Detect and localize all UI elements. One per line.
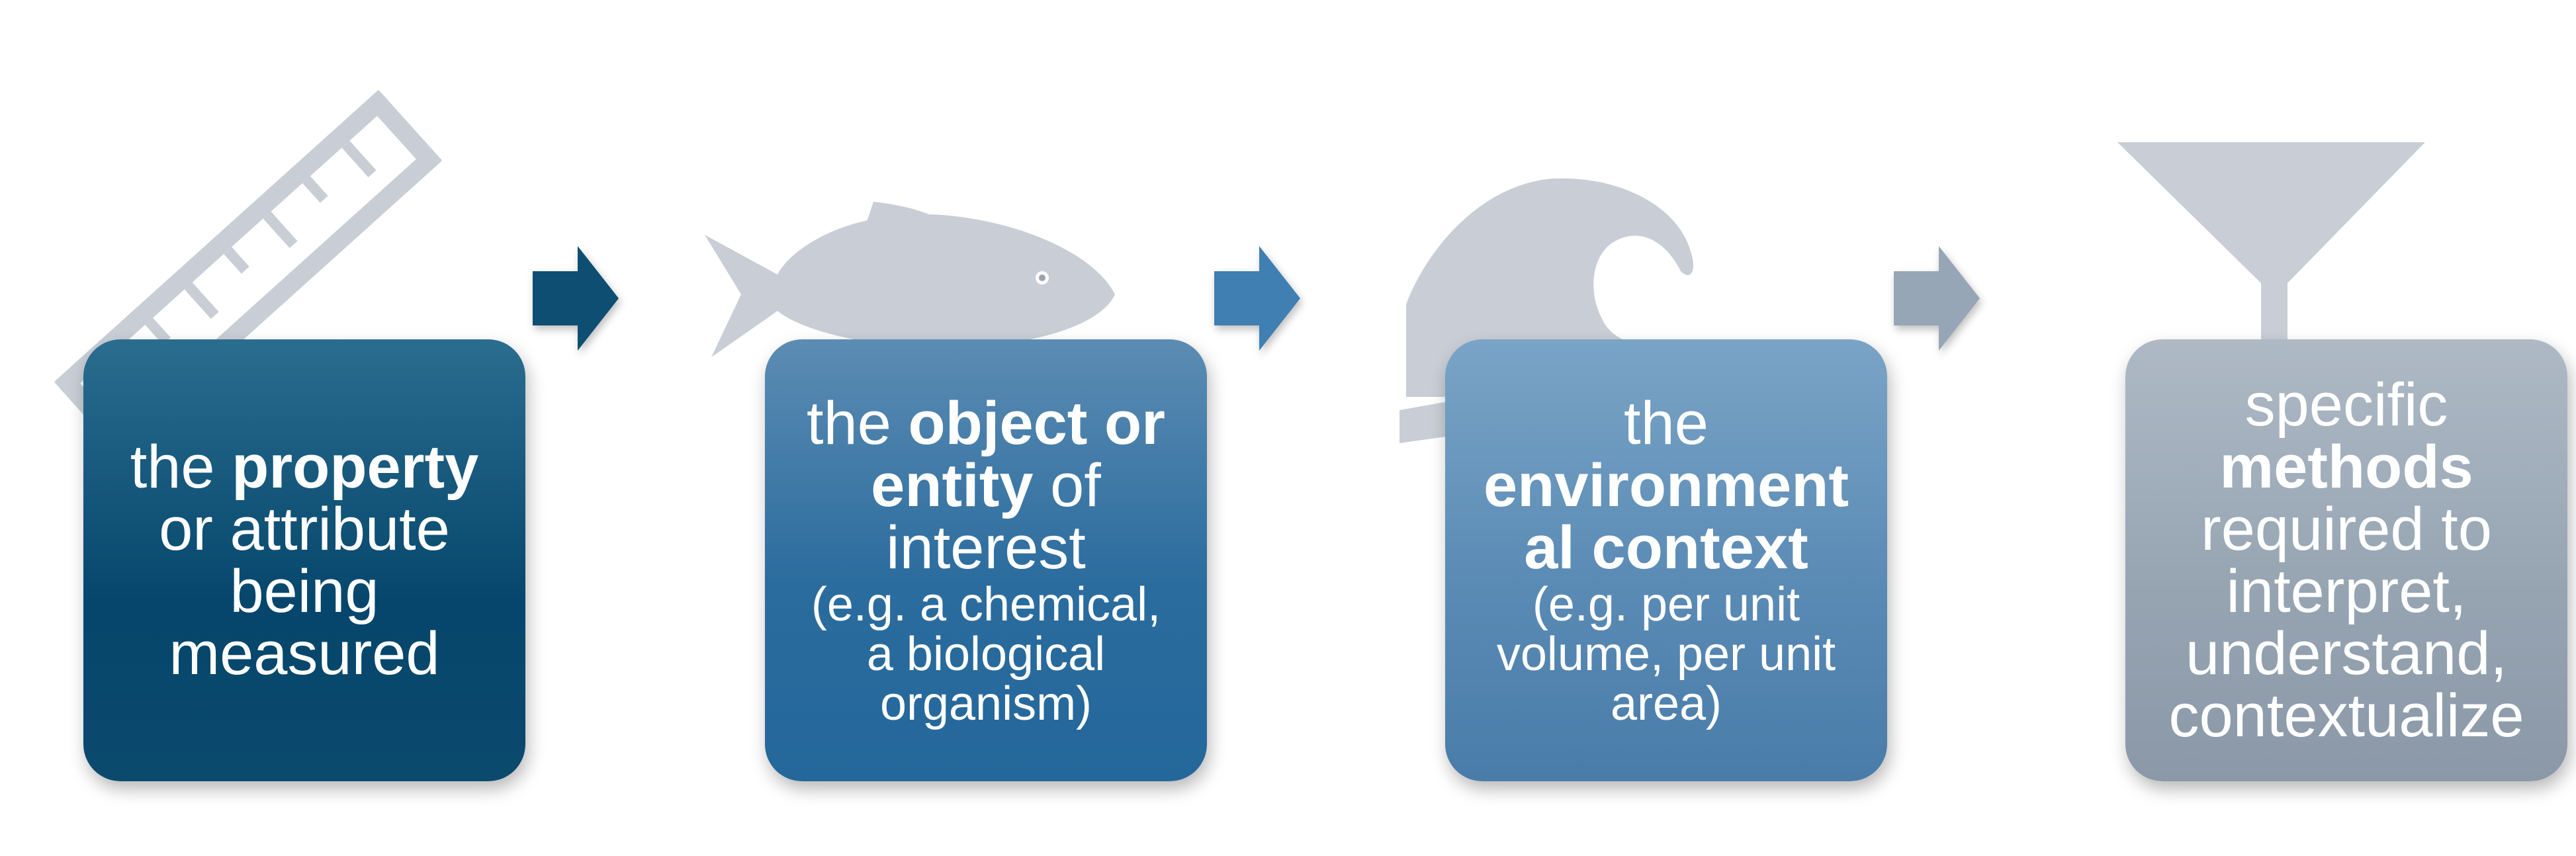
step-card-property: the property or attribute being measured — [83, 339, 525, 781]
step-label: the object or entity of interest — [798, 392, 1174, 579]
step-label-suffix: or attribute being measured — [159, 495, 450, 687]
step-label-prefix: specific — [2244, 371, 2448, 439]
step-example: (e.g. a chemical, a biological organism) — [811, 578, 1161, 730]
step-label-emphasis: object or entity — [871, 389, 1165, 519]
arrow-right-icon — [1214, 246, 1300, 351]
step-label-emphasis: methods — [2219, 433, 2473, 501]
step-label: the property or attribute being measured — [106, 436, 503, 685]
step-label: specific methods required to interpret, … — [2148, 374, 2545, 747]
step-card-object: the object or entity of interest (e.g. a… — [765, 339, 1207, 781]
arrow-right-icon — [533, 246, 619, 351]
fish-icon — [705, 195, 1128, 367]
step-card-methods: specific methods required to interpret, … — [2125, 339, 2567, 781]
step-example: (e.g. per unit volume, per unit area) — [1496, 578, 1836, 730]
step-label-emphasis: environment al context — [1483, 451, 1849, 581]
step-label-emphasis: property — [232, 433, 479, 501]
step-label: the environment al context — [1468, 392, 1865, 579]
step-card-environment: the environment al context (e.g. per uni… — [1445, 339, 1887, 781]
arrow-right-icon — [1894, 246, 1980, 351]
step-label-prefix: the — [1624, 389, 1709, 457]
funnel-icon — [2114, 139, 2432, 351]
step-label-suffix: of interest — [886, 451, 1101, 581]
step-label-prefix: the — [807, 389, 909, 457]
step-label-prefix: the — [130, 433, 232, 501]
step-label-suffix: required to interpret, understand, conte… — [2168, 495, 2524, 749]
